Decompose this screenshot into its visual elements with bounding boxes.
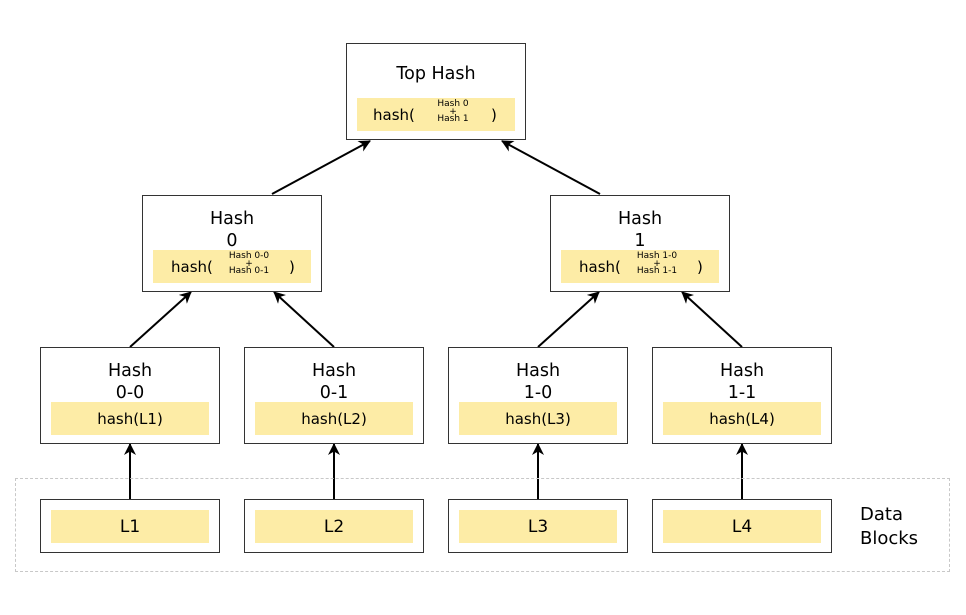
hash-1-operand-2: Hash 1-1 (636, 266, 678, 276)
data-block-l4: L4 (652, 499, 832, 553)
hash-0-0-node: Hash 0-0 hash(L1) (40, 347, 220, 444)
data-blocks-label-line2: Blocks (860, 528, 919, 549)
hash-0-1-node: Hash 0-1 hash(L2) (244, 347, 424, 444)
hash-1-1-title-line1: Hash (719, 361, 765, 381)
data-block-l1-label: L1 (51, 510, 209, 543)
hash-1-0-node: Hash 1-0 hash(L3) (448, 347, 628, 444)
data-block-l2: L2 (244, 499, 424, 553)
hash-1-1-formula: hash(L4) (663, 402, 821, 435)
data-blocks-label: Data Blocks (860, 503, 918, 551)
hash-0-0-title-line2: 0-0 (115, 383, 145, 403)
data-blocks-frame (15, 478, 950, 572)
hash-0-0-title-line1: Hash (107, 361, 153, 381)
hash-0-title: Hash 0 (143, 208, 321, 252)
top-hash-close: ) (491, 106, 497, 124)
hash-1-formula: hash( Hash 1-0 + Hash 1-1 ) (561, 250, 719, 283)
data-block-l4-label: L4 (663, 510, 821, 543)
hash-1-1-title: Hash 1-1 (653, 360, 831, 404)
hash-0-node: Hash 0 hash( Hash 0-0 + Hash 0-1 ) (142, 195, 322, 292)
data-block-l3: L3 (448, 499, 628, 553)
hash-0-operand-2: Hash 0-1 (228, 266, 270, 276)
top-hash-operator: + (449, 106, 457, 117)
hash-0-title-line2: 0 (226, 231, 238, 251)
hash-1-title-line2: 1 (634, 231, 646, 251)
hash-0-fn: hash( (171, 258, 213, 276)
hash-0-close: ) (289, 258, 295, 276)
top-hash-operands: Hash 0 + Hash 1 (425, 99, 481, 124)
data-block-l1: L1 (40, 499, 220, 553)
arrow-hash10-to-hash1 (537, 291, 600, 348)
hash-0-1-title-line1: Hash (311, 361, 357, 381)
top-hash-node: Top Hash hash( Hash 0 + Hash 1 ) (346, 43, 526, 140)
top-hash-fn: hash( (373, 106, 415, 124)
arrow-hash1-to-top (501, 140, 601, 195)
hash-0-1-title: Hash 0-1 (245, 360, 423, 404)
arrow-hash00-to-hash0 (129, 291, 192, 348)
top-hash-formula: hash( Hash 0 + Hash 1 ) (357, 98, 515, 131)
hash-1-close: ) (697, 258, 703, 276)
hash-1-0-title-line1: Hash (515, 361, 561, 381)
hash-1-fn: hash( (579, 258, 621, 276)
hash-0-operand-1: Hash 0-0 (228, 251, 270, 261)
arrow-hash11-to-hash1 (681, 291, 743, 348)
hash-1-operand-1: Hash 1-0 (636, 251, 678, 261)
hash-0-0-title: Hash 0-0 (41, 360, 219, 404)
hash-0-0-formula: hash(L1) (51, 402, 209, 435)
data-block-l2-label: L2 (255, 510, 413, 543)
hash-1-0-title: Hash 1-0 (449, 360, 627, 404)
hash-0-1-formula: hash(L2) (255, 402, 413, 435)
hash-1-1-title-line2: 1-1 (727, 383, 757, 403)
hash-1-node: Hash 1 hash( Hash 1-0 + Hash 1-1 ) (550, 195, 730, 292)
hash-0-1-title-line2: 0-1 (319, 383, 349, 403)
hash-1-operands: Hash 1-0 + Hash 1-1 (627, 251, 687, 276)
hash-1-title: Hash 1 (551, 208, 729, 252)
hash-0-operands: Hash 0-0 + Hash 0-1 (219, 251, 279, 276)
hash-1-operator: + (653, 258, 661, 269)
hash-1-0-formula: hash(L3) (459, 402, 617, 435)
hash-0-formula: hash( Hash 0-0 + Hash 0-1 ) (153, 250, 311, 283)
hash-0-operator: + (245, 258, 253, 269)
data-blocks-label-line1: Data (860, 504, 903, 525)
top-hash-operand-2: Hash 1 (437, 114, 469, 124)
hash-0-title-line1: Hash (209, 209, 255, 229)
hash-1-title-line1: Hash (617, 209, 663, 229)
arrow-hash01-to-hash0 (273, 291, 335, 348)
hash-1-1-node: Hash 1-1 hash(L4) (652, 347, 832, 444)
data-block-l3-label: L3 (459, 510, 617, 543)
top-hash-title: Top Hash (396, 64, 476, 84)
hash-1-0-title-line2: 1-0 (523, 383, 553, 403)
top-hash-operand-1: Hash 0 (437, 99, 469, 109)
arrow-hash0-to-top (271, 140, 371, 195)
